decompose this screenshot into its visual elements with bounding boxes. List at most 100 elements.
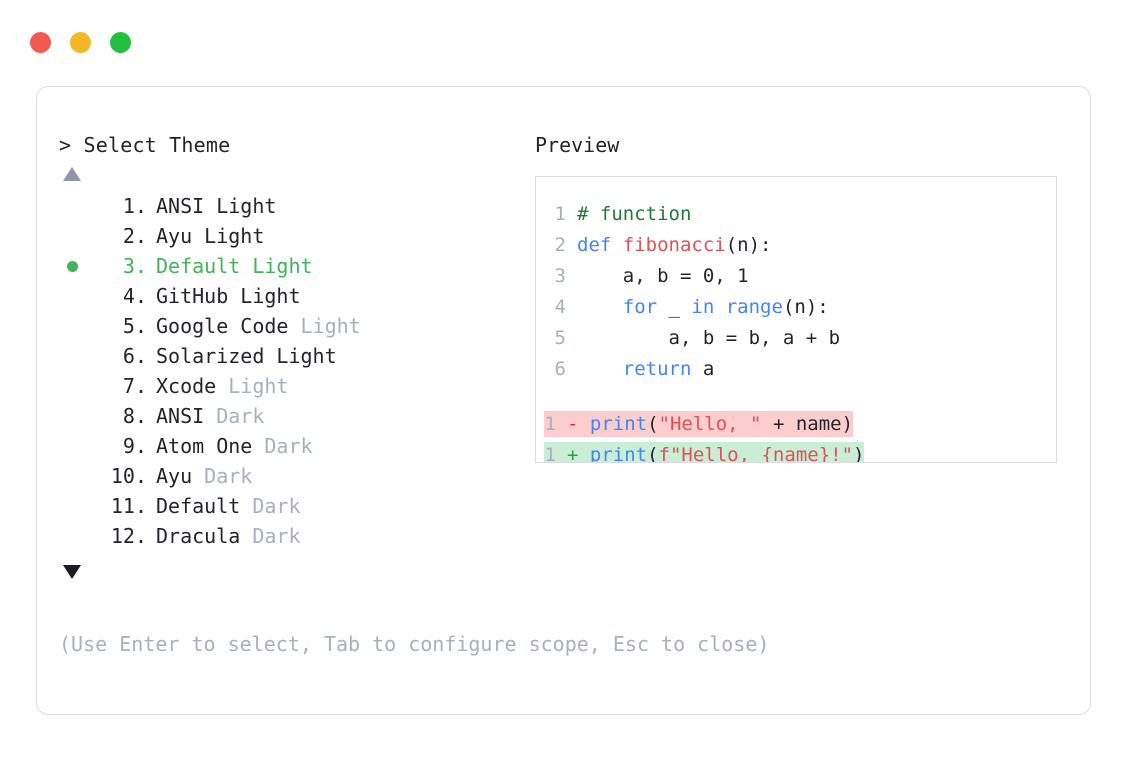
code-token: in range	[691, 296, 783, 318]
theme-item-name: Atom One	[156, 434, 265, 458]
window-close-button[interactable]	[30, 32, 51, 53]
theme-item-index: 1.	[122, 194, 147, 218]
diff-highlight: 1- print("Hello, " + name)	[544, 411, 854, 437]
theme-item-name: Google Code	[156, 314, 301, 338]
code-token: return	[622, 358, 692, 380]
code-line-number: 5	[554, 327, 566, 349]
code-token: a, b = b, a + b	[577, 327, 841, 349]
theme-item-index: 2.	[122, 224, 147, 248]
code-token: (n):	[725, 234, 772, 256]
window-titlebar	[0, 0, 1129, 70]
code-token: # function	[577, 203, 692, 225]
code-line-number: 3	[554, 265, 566, 287]
diff-sample: 1- print("Hello, " + name)1+ print(f"Hel…	[536, 409, 1056, 463]
code-token: print	[589, 413, 648, 435]
diff-marker: -	[567, 413, 590, 435]
window-maximize-button[interactable]	[110, 32, 131, 53]
code-line: 5 a, b = b, a + b	[536, 323, 1056, 354]
scroll-up-icon[interactable]	[63, 167, 81, 181]
diff-highlight: 1+ print(f"Hello, {name}!")	[544, 442, 865, 463]
theme-item-name: ANSI	[156, 194, 217, 218]
theme-list-item[interactable]: 11. Default Dark	[59, 491, 529, 521]
theme-item-name: Default	[156, 494, 253, 518]
code-token: print	[589, 444, 648, 463]
code-line: 1 # function	[536, 199, 1056, 230]
theme-item-index: 12.	[110, 524, 147, 548]
theme-item-name: GitHub	[156, 284, 241, 308]
theme-list-item[interactable]: 10. Ayu Dark	[59, 461, 529, 491]
theme-item-variant: Light	[216, 194, 277, 218]
theme-item-variant: Dark	[264, 434, 313, 458]
code-token: a, b = 0, 1	[577, 265, 749, 287]
theme-list-item[interactable]: 12. Dracula Dark	[59, 521, 529, 551]
select-theme-prompt: > Select Theme	[59, 133, 231, 157]
theme-list-item[interactable]: 4. GitHub Light	[59, 281, 529, 311]
theme-item-index: 5.	[122, 314, 147, 338]
theme-item-name: Xcode	[156, 374, 229, 398]
theme-item-name: Ayu	[156, 224, 205, 248]
window-minimize-button[interactable]	[70, 32, 91, 53]
diff-line-number: 1	[544, 413, 556, 435]
theme-item-variant: Dark	[204, 464, 253, 488]
selected-bullet-icon	[67, 261, 78, 272]
theme-item-name: Default	[156, 254, 253, 278]
theme-item-index: 11.	[110, 494, 147, 518]
code-token	[577, 296, 623, 318]
preview-title: Preview	[535, 133, 620, 157]
theme-item-variant: Light	[252, 254, 313, 278]
keyboard-hint-text: (Use Enter to select, Tab to configure s…	[59, 632, 770, 656]
code-line: 6 return a	[536, 354, 1056, 385]
theme-item-variant: Light	[240, 284, 301, 308]
code-line: 3 a, b = 0, 1	[536, 261, 1056, 292]
diff-marker: +	[567, 444, 590, 463]
theme-item-variant: Light	[204, 224, 265, 248]
code-token: + name)	[761, 413, 854, 435]
code-line-number: 6	[554, 358, 566, 380]
theme-item-name: Solarized	[156, 344, 277, 368]
code-token: (	[647, 444, 659, 463]
code-token: (n):	[782, 296, 829, 318]
theme-list-item[interactable]: 3. Default Light	[59, 251, 529, 281]
code-token: a	[691, 358, 715, 380]
code-token: "Hello, "	[658, 413, 762, 435]
theme-list-item[interactable]: 9. Atom One Dark	[59, 431, 529, 461]
theme-item-index: 3.	[122, 254, 147, 278]
code-line-number: 1	[554, 203, 566, 225]
theme-item-variant: Light	[276, 344, 337, 368]
diff-line-del: 1- print("Hello, " + name)	[536, 409, 1056, 440]
theme-list-item[interactable]: 5. Google Code Light	[59, 311, 529, 341]
theme-item-name: Dracula	[156, 524, 253, 548]
theme-list-item[interactable]: 2. Ayu Light	[59, 221, 529, 251]
theme-item-variant: Dark	[252, 494, 301, 518]
theme-item-name: ANSI	[156, 404, 217, 428]
theme-item-variant: Dark	[252, 524, 301, 548]
theme-list-item[interactable]: 8. ANSI Dark	[59, 401, 529, 431]
code-token: for	[622, 296, 658, 318]
code-line-number: 2	[554, 234, 566, 256]
diff-line-number: 1	[544, 444, 556, 463]
diff-line-add: 1+ print(f"Hello, {name}!")	[536, 440, 1056, 463]
code-line: 4 for _ in range(n):	[536, 292, 1056, 323]
theme-item-index: 8.	[122, 404, 147, 428]
code-token: fibonacci	[622, 234, 726, 256]
theme-list-item[interactable]: 7.Xcode Light	[59, 371, 529, 401]
theme-item-variant: Light	[300, 314, 361, 338]
scroll-down-icon[interactable]	[63, 565, 81, 579]
theme-item-index: 6.	[122, 344, 147, 368]
theme-list-item[interactable]: 1. ANSI Light	[59, 191, 529, 221]
theme-item-index: 9.	[122, 434, 147, 458]
theme-item-variant: Dark	[216, 404, 265, 428]
theme-item-index: 10.	[110, 464, 147, 488]
code-token: (	[647, 413, 659, 435]
code-token: f"Hello, {name}!"	[658, 444, 854, 463]
theme-item-index: 4.	[122, 284, 147, 308]
theme-item-name: Ayu	[156, 464, 205, 488]
code-line-number: 4	[554, 296, 566, 318]
theme-list-item[interactable]: 6. Solarized Light	[59, 341, 529, 371]
